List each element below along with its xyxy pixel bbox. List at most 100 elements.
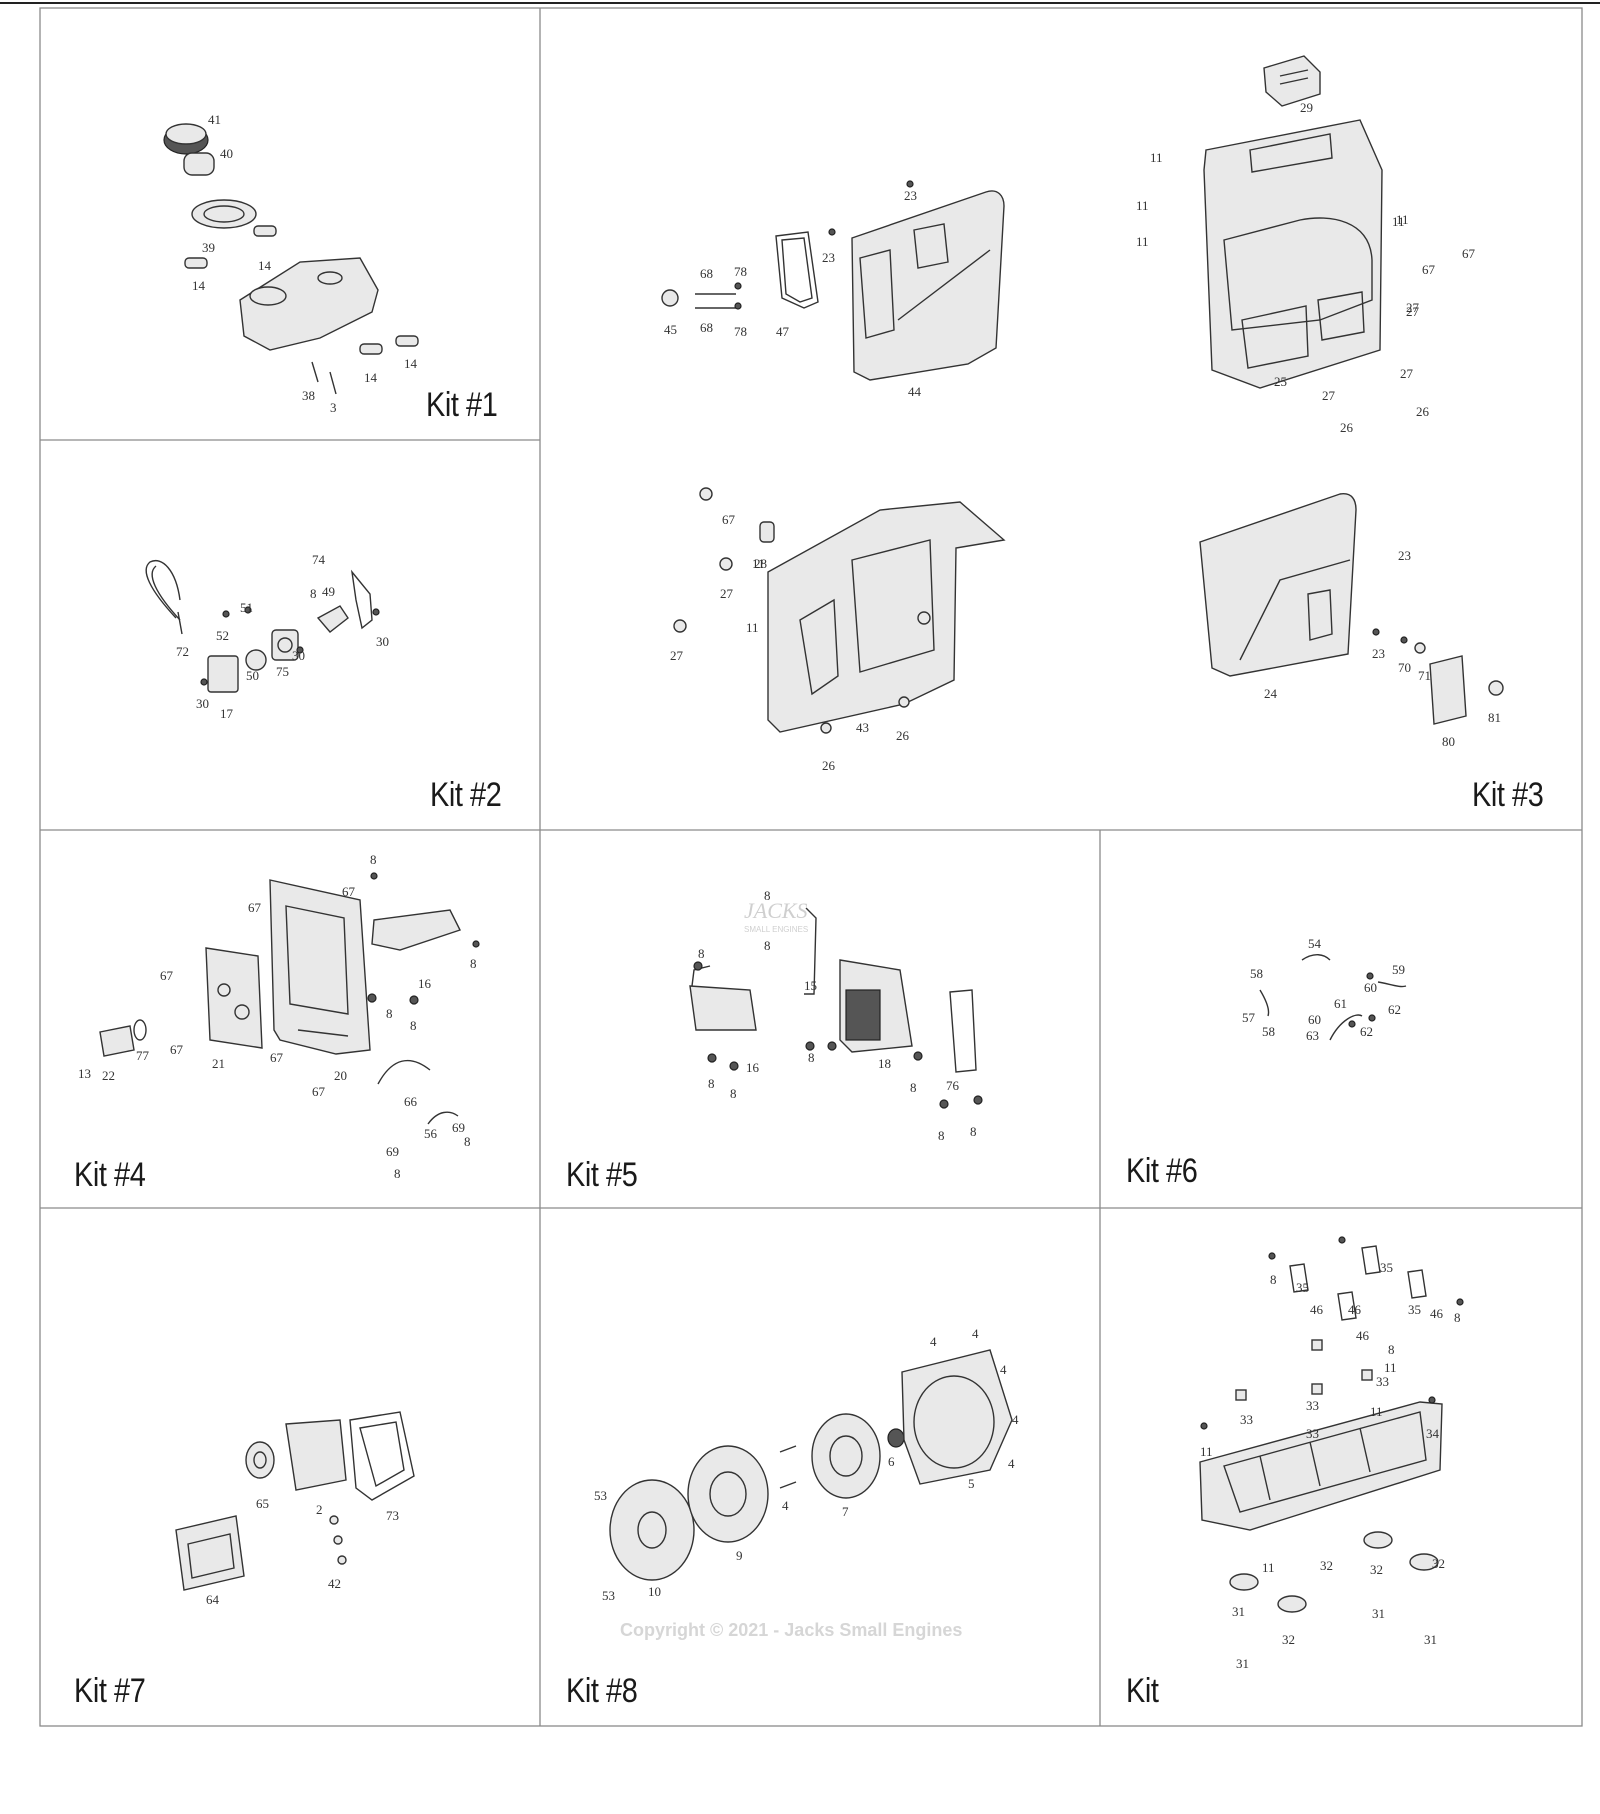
part-number-label: 38 — [302, 388, 315, 403]
part-number-label: 4 — [782, 1498, 789, 1513]
part-number-label: 17 — [220, 706, 234, 721]
part-number-label: 8 — [410, 1018, 417, 1033]
part-number-label: 69 — [386, 1144, 399, 1159]
part-number-label: 74 — [312, 552, 326, 567]
kit-label: Kit — [1126, 1672, 1159, 1710]
part-number-label: 63 — [1306, 1028, 1319, 1043]
part-number-label: 58 — [1262, 1024, 1275, 1039]
watermark-brand: JACKS — [744, 898, 808, 923]
part-number-label: 31 — [1372, 1606, 1385, 1621]
part-number-label: 41 — [208, 112, 221, 127]
part-number-label: 11 — [1150, 150, 1163, 165]
top-rule — [0, 2, 1600, 4]
part-number-label: 27 — [1406, 304, 1420, 319]
part-number-label: 30 — [292, 648, 305, 663]
part-number-label: 4 — [1000, 1362, 1007, 1377]
part-number-label: 8 — [970, 1124, 977, 1139]
part-number-label: 27 — [670, 648, 684, 663]
part-number-label: 33 — [1376, 1374, 1389, 1389]
kit4-drawing — [99, 872, 480, 1125]
part-number-label: 8 — [764, 888, 771, 903]
part-number-label: 4 — [1008, 1456, 1015, 1471]
part-number-label: 4 — [930, 1334, 937, 1349]
part-number-label: 39 — [202, 240, 215, 255]
part-number-label: 57 — [1242, 1010, 1256, 1025]
part-number-label: 26 — [822, 758, 836, 773]
part-number-label: 50 — [246, 668, 259, 683]
part-number-label: 8 — [1270, 1272, 1277, 1287]
part-number-label: 64 — [206, 1592, 220, 1607]
part-number-label: 47 — [776, 324, 790, 339]
part-number-label: 32 — [1370, 1562, 1383, 1577]
part-number-label: 23 — [1372, 646, 1385, 661]
part-number-label: 34 — [1426, 1426, 1440, 1441]
part-number-label: 8 — [708, 1076, 715, 1091]
kit6-drawing — [1259, 954, 1407, 1041]
part-number-label: 77 — [136, 1048, 150, 1063]
part-number-label: 75 — [276, 664, 289, 679]
part-number-label: 24 — [1264, 686, 1278, 701]
part-number-label: 2 — [316, 1502, 323, 1517]
part-number-label: 31 — [1232, 1604, 1245, 1619]
part-number-label: 66 — [404, 1094, 418, 1109]
part-number-label: 81 — [1488, 710, 1501, 725]
part-number-label: 11 — [1136, 234, 1149, 249]
part-number-label: 8 — [310, 586, 317, 601]
part-number-label: 53 — [594, 1488, 607, 1503]
part-number-label: 26 — [1416, 404, 1430, 419]
part-number-label: 14 — [364, 370, 378, 385]
kit-label: Kit #4 — [74, 1156, 146, 1194]
part-number-label: 67 — [342, 884, 356, 899]
part-number-label: 69 — [452, 1120, 465, 1135]
part-number-label: 31 — [1424, 1632, 1437, 1647]
part-number-label: 14 — [404, 356, 418, 371]
kit-label: Kit #6 — [1126, 1152, 1198, 1190]
part-number-label: 45 — [664, 322, 677, 337]
kit1-drawing — [163, 123, 419, 395]
part-number-label: 58 — [1250, 966, 1263, 981]
kit-label: Kit #5 — [566, 1156, 638, 1194]
part-number-label: 8 — [1388, 1342, 1395, 1357]
part-number-label: 78 — [734, 324, 747, 339]
part-number-label: 54 — [1308, 936, 1322, 951]
part-number-label: 11 — [746, 620, 759, 635]
part-number-label: 60 — [1364, 980, 1377, 995]
part-number-label: 23 — [822, 250, 835, 265]
part-number-label: 21 — [212, 1056, 225, 1071]
part-number-label: 72 — [176, 644, 189, 659]
part-number-label: 11 — [1392, 214, 1405, 229]
part-number-label: 27 — [720, 586, 734, 601]
part-number-label: 62 — [1360, 1024, 1373, 1039]
part-number-label: 67 — [1422, 262, 1436, 277]
part-number-label: 8 — [764, 938, 771, 953]
kit8-drawing — [609, 1349, 1013, 1581]
part-number-label: 8 — [730, 1086, 737, 1101]
part-number-label: 28 — [754, 556, 767, 571]
part-number-label: 7 — [842, 1504, 849, 1519]
part-number-label: 32 — [1432, 1556, 1445, 1571]
part-number-label: 73 — [386, 1508, 399, 1523]
kit-label: Kit #8 — [566, 1672, 638, 1710]
kit-label: Kit #2 — [430, 776, 502, 814]
part-number-label: 4 — [1012, 1412, 1019, 1427]
part-number-label: 8 — [698, 946, 705, 961]
part-number-label: 14 — [258, 258, 272, 273]
part-number-label: 61 — [1334, 996, 1347, 1011]
kit5-drawing — [689, 907, 983, 1109]
part-number-label: 16 — [746, 1060, 760, 1075]
part-number-label: 22 — [102, 1068, 115, 1083]
kit9-drawing — [1199, 1236, 1464, 1613]
part-number-label: 60 — [1308, 1012, 1321, 1027]
part-number-label: 30 — [376, 634, 389, 649]
part-number-label: 4 — [972, 1326, 979, 1341]
part-number-label: 59 — [1392, 962, 1405, 977]
part-number-label: 67 — [722, 512, 736, 527]
part-number-label: 33 — [1240, 1412, 1253, 1427]
part-number-label: 32 — [1320, 1558, 1333, 1573]
part-number-label: 31 — [1236, 1656, 1249, 1671]
part-number-label: 33 — [1306, 1426, 1319, 1441]
part-number-label: 5 — [968, 1476, 975, 1491]
part-number-label: 8 — [394, 1166, 401, 1181]
